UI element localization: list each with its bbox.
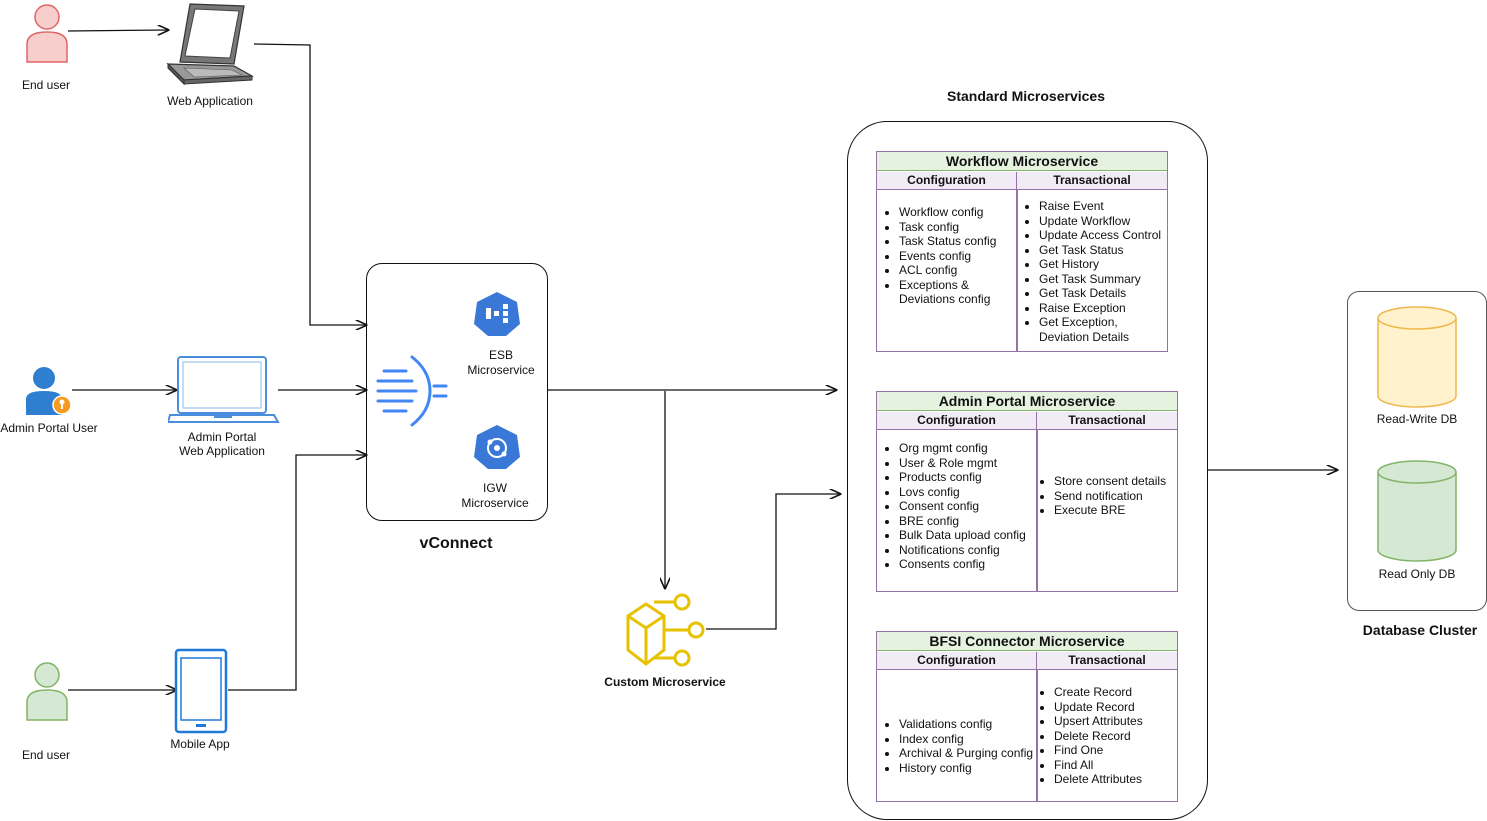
list-item: Get Task Summary (1039, 272, 1167, 287)
list-item: Validations config (899, 717, 1033, 732)
list-item: Products config (899, 470, 1026, 485)
end-user-bottom-label: End user (21, 748, 71, 762)
list-item: Get Task Details (1039, 286, 1167, 301)
list-item: Notifications config (899, 543, 1026, 558)
admin-trans-header: Transactional (1037, 412, 1177, 430)
list-item: Events config (899, 249, 1017, 264)
list-item: BRE config (899, 514, 1026, 529)
edge-custom-standard (706, 494, 840, 630)
list-item: Upsert Attributes (1054, 714, 1143, 729)
list-item: User & Role mgmt (899, 456, 1026, 471)
list-item: Delete Attributes (1054, 772, 1143, 787)
bfsi-config-list: Validations configIndex configArchival &… (879, 717, 1033, 775)
bfsi-divider (1036, 670, 1038, 801)
list-item: Raise Exception (1039, 301, 1167, 316)
bfsi-trans-list: Create RecordUpdate RecordUpsert Attribu… (1034, 685, 1143, 787)
workflow-microservice-table: Workflow Microservice Configuration Tran… (876, 151, 1168, 352)
workflow-trans-header: Transactional (1017, 172, 1167, 190)
admin-trans-list: Store consent detailsSend notificationEx… (1034, 474, 1166, 518)
custom-microservice-label: Custom Microservice (604, 675, 726, 689)
admin-title: Admin Portal Microservice (877, 392, 1177, 411)
read-write-db-icon (1377, 306, 1457, 408)
igw-icon (474, 425, 520, 469)
laptop-icon (166, 3, 255, 86)
vconnect-title: vConnect (419, 535, 493, 552)
edge-webapp-vconnect (253, 43, 366, 325)
admin-divider (1036, 430, 1038, 591)
list-item: Consents config (899, 557, 1026, 572)
end-user-top-label: End user (21, 78, 71, 92)
list-item: Lovs config (899, 485, 1026, 500)
list-item: Get Task Status (1039, 243, 1167, 258)
list-item: Workflow config (899, 205, 1017, 220)
esb-label: ESB Microservice (467, 348, 535, 377)
end-user-icon (26, 4, 68, 63)
api-gateway-icon (376, 355, 448, 427)
workflow-title: Workflow Microservice (877, 152, 1167, 171)
standard-microservices-box (847, 121, 1208, 820)
igw-label: IGW Microservice (461, 481, 529, 510)
list-item: Find All (1054, 758, 1143, 773)
list-item: Get Exception, Deviation Details (1039, 315, 1167, 344)
read-only-db-label: Read Only DB (1378, 567, 1456, 581)
list-item: Update Access Control (1039, 228, 1167, 243)
list-item: Get History (1039, 257, 1167, 272)
workflow-config-list: Workflow configTask configTask Status co… (879, 205, 1017, 307)
web-application-label: Web Application (167, 94, 253, 108)
list-item: Consent config (899, 499, 1026, 514)
list-item: Bulk Data upload config (899, 528, 1026, 543)
list-item: Task Status config (899, 234, 1017, 249)
bfsi-trans-header: Transactional (1037, 652, 1177, 670)
list-item: History config (899, 761, 1033, 776)
bfsi-microservice-table: BFSI Connector Microservice Configuratio… (876, 631, 1178, 802)
list-item: Update Record (1054, 700, 1143, 715)
admin-laptop-icon (168, 356, 280, 423)
mobile-phone-icon (174, 648, 228, 734)
workflow-trans-list: Raise EventUpdate WorkflowUpdate Access … (1019, 199, 1167, 344)
read-only-db-icon (1377, 460, 1457, 562)
admin-user-icon (26, 367, 72, 415)
workflow-config-header: Configuration (877, 172, 1017, 190)
admin-config-list: Org mgmt configUser & Role mgmtProducts … (879, 441, 1026, 572)
vconnect-box (366, 263, 548, 521)
admin-microservice-table: Admin Portal Microservice Configuration … (876, 391, 1178, 592)
list-item: Execute BRE (1054, 503, 1166, 518)
list-item: Create Record (1054, 685, 1143, 700)
list-item: Exceptions & Deviations config (899, 278, 1017, 307)
edge-enduser-webapp (67, 30, 168, 31)
custom-microservice-icon (626, 593, 705, 667)
list-item: Find One (1054, 743, 1143, 758)
list-item: ACL config (899, 263, 1017, 278)
bfsi-title: BFSI Connector Microservice (877, 632, 1177, 651)
list-item: Update Workflow (1039, 214, 1167, 229)
list-item: Archival & Purging config (899, 746, 1033, 761)
bfsi-config-header: Configuration (877, 652, 1037, 670)
standard-microservices-title: Standard Microservices (947, 88, 1105, 104)
admin-web-app-label: Admin Portal Web Application (179, 430, 265, 458)
esb-icon (474, 292, 520, 336)
admin-config-header: Configuration (877, 412, 1037, 430)
workflow-divider (1016, 190, 1018, 351)
end-user-icon (26, 662, 68, 721)
database-cluster-title: Database Cluster (1362, 622, 1478, 638)
read-write-db-label: Read-Write DB (1376, 412, 1458, 426)
list-item: Org mgmt config (899, 441, 1026, 456)
list-item: Delete Record (1054, 729, 1143, 744)
list-item: Task config (899, 220, 1017, 235)
list-item: Index config (899, 732, 1033, 747)
list-item: Store consent details (1054, 474, 1166, 489)
list-item: Raise Event (1039, 199, 1167, 214)
list-item: Send notification (1054, 489, 1166, 504)
mobile-app-label: Mobile App (170, 737, 230, 751)
admin-portal-user-label: Admin Portal User (0, 421, 98, 435)
edge-mobile-vconnect (228, 455, 366, 691)
